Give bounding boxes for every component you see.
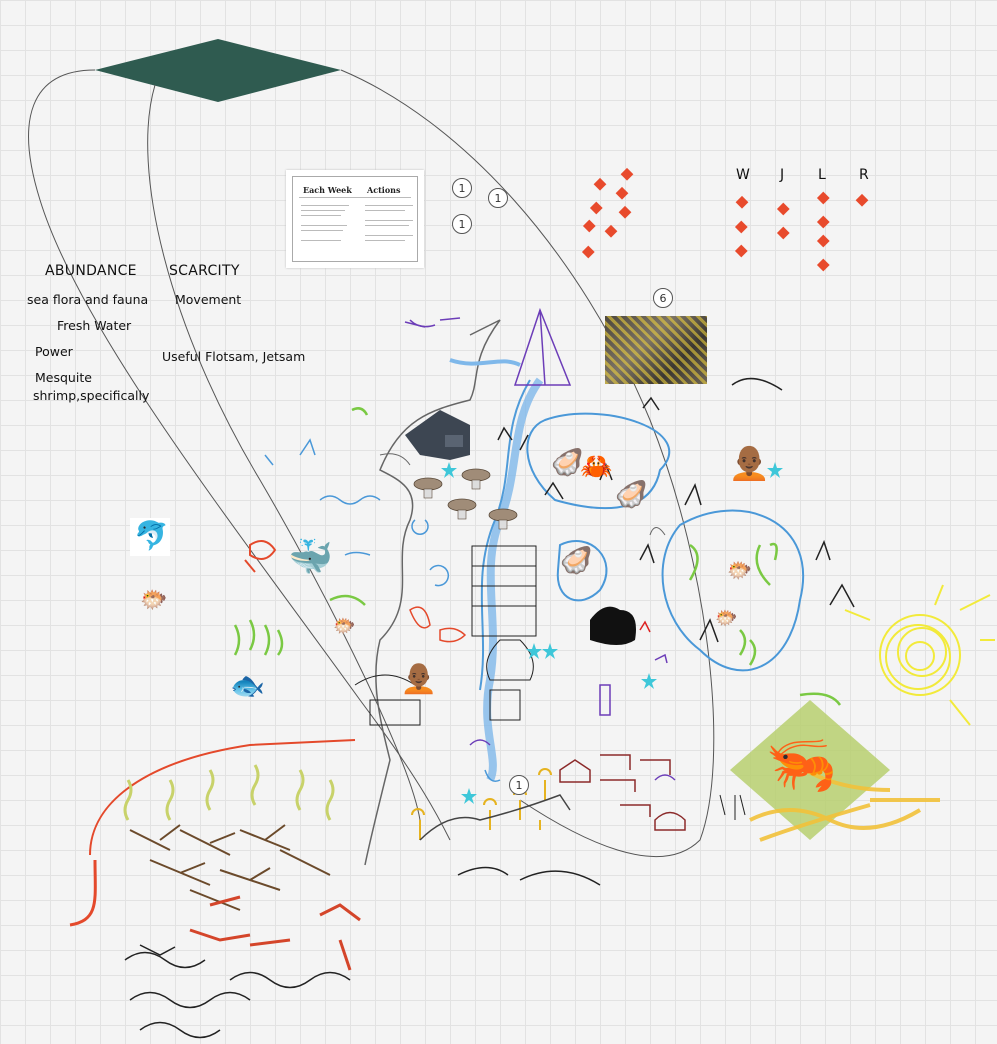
star-group bbox=[441, 462, 783, 804]
clownfish-icon[interactable]: 🐡 bbox=[333, 616, 356, 637]
fish-icon[interactable]: 🐡 bbox=[715, 608, 738, 629]
blowfish-icon[interactable]: 🐡 bbox=[140, 588, 168, 613]
abundance-item[interactable]: Mesquite bbox=[35, 370, 92, 385]
person-icon[interactable]: 🧑🏾‍🦲 bbox=[400, 661, 438, 696]
oyster-icon[interactable]: 🦪 bbox=[615, 480, 648, 510]
counter-badge[interactable]: 1 bbox=[452, 178, 472, 198]
dolphin-icon: 🐬 bbox=[134, 519, 169, 552]
counter-badge[interactable]: 1 bbox=[509, 775, 529, 795]
teal-diamond[interactable] bbox=[95, 39, 341, 102]
oyster-icon[interactable]: 🦪 bbox=[551, 448, 584, 478]
rules-card[interactable]: Each Week Actions bbox=[286, 170, 424, 268]
counter-badge[interactable]: 1 bbox=[488, 188, 508, 208]
whale-icon[interactable]: 🐳 bbox=[288, 537, 333, 578]
player-label-r[interactable]: R bbox=[859, 167, 869, 183]
player-label-l[interactable]: L bbox=[818, 167, 826, 183]
player-label-w[interactable]: W bbox=[736, 167, 750, 183]
counter-badge[interactable]: 1 bbox=[452, 214, 472, 234]
player-label-j[interactable]: J bbox=[780, 167, 785, 183]
scarcity-item[interactable]: Useful Flotsam, Jetsam bbox=[162, 349, 306, 364]
scarcity-heading[interactable]: SCARCITY bbox=[169, 263, 240, 279]
card-header-actions: Actions bbox=[367, 185, 401, 195]
crab-icon[interactable]: 🦀 bbox=[580, 452, 613, 482]
scarcity-item[interactable]: Movement bbox=[175, 292, 242, 307]
abundance-item[interactable]: Power bbox=[35, 344, 73, 359]
token-group bbox=[581, 167, 869, 272]
fish-icon[interactable]: 🐡 bbox=[727, 558, 752, 582]
tropical-fish-icon[interactable]: 🐟 bbox=[230, 669, 265, 702]
card-header-each-week: Each Week bbox=[303, 185, 352, 195]
counter-badge[interactable]: 6 bbox=[653, 288, 673, 308]
scribbled-photo[interactable] bbox=[605, 316, 707, 384]
abundance-item[interactable]: Fresh Water bbox=[57, 318, 132, 333]
abundance-item[interactable]: shrimp,specifically bbox=[33, 388, 150, 403]
abundance-heading[interactable]: ABUNDANCE bbox=[45, 263, 137, 279]
shrimp-icon[interactable]: 🦐 bbox=[765, 730, 838, 798]
abundance-item[interactable]: sea flora and fauna bbox=[27, 292, 149, 307]
dolphin-tile[interactable]: 🐬 bbox=[130, 518, 170, 556]
oyster-icon[interactable]: 🦪 bbox=[560, 546, 593, 576]
person-icon[interactable]: 🧑🏾‍🦲 bbox=[728, 443, 771, 483]
